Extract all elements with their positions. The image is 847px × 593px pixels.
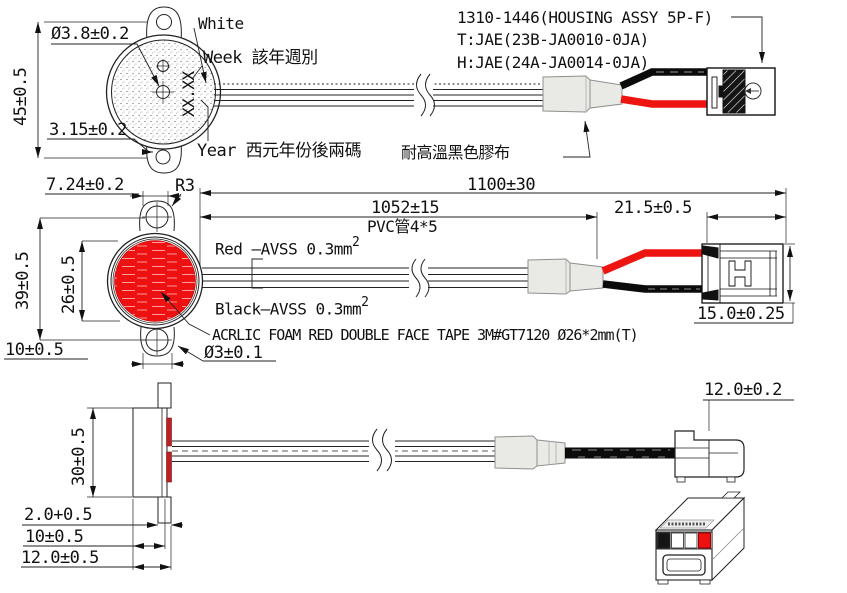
connector-12-label: 12.0±0.2 <box>704 380 782 400</box>
middle-view <box>4 188 795 369</box>
bottom-view-dimensions <box>21 399 794 570</box>
pvc-tube-label: PVC管4*5 <box>367 217 438 236</box>
week-code-label: Week 該年週別 <box>203 48 318 68</box>
top-view <box>35 6 776 174</box>
black-wire-spec-text: Black—AVSS 0.3mm <box>215 299 362 319</box>
tape-sleeve <box>494 435 566 470</box>
dim-10-label: 10±0.5 <box>25 527 84 547</box>
white-wire-label: White <box>198 14 244 33</box>
bottom-ear-hole <box>155 149 171 165</box>
cable-break <box>411 258 421 298</box>
black-wire <box>619 68 707 90</box>
hole-3-label: Ø3±0.1 <box>204 343 263 363</box>
red-wire-spec-text: Red —AVSS 0.3mm <box>215 239 353 259</box>
connector-side-view <box>674 430 745 483</box>
square-exponent: 2 <box>352 235 360 250</box>
bottom-tab <box>157 496 172 524</box>
connector-slot <box>662 554 706 576</box>
hole-offset-label: 3.15±0.2 <box>49 120 127 140</box>
red-wire <box>601 249 703 275</box>
connector-width-label: 15.0±0.25 <box>697 304 785 324</box>
height-39-label: 39±0.5 <box>13 251 33 310</box>
tape-sleeve <box>542 75 623 113</box>
housing-assy-label: 1310-1446(HOUSING ASSY 5P-F) <box>457 8 713 27</box>
foam-tape-label: ACRLIC FOAM RED DOUBLE FACE TAPE 3M#GT71… <box>212 326 639 344</box>
black-wire <box>602 280 703 293</box>
disc-26-label: 26±0.5 <box>59 255 79 314</box>
cable-break <box>416 73 426 117</box>
pin-cell-black <box>657 532 671 549</box>
dim-12-label: 12.0±0.5 <box>21 548 99 568</box>
housing-h-label: H:JAE(24A-JA0014-0JA) <box>457 53 649 72</box>
red-foam-tape-disc <box>114 240 196 322</box>
total-length-label: 1100±30 <box>467 175 536 195</box>
body-side <box>132 407 168 498</box>
top-view-dimensions <box>35 16 765 159</box>
black-wire-spec-label: Black—AVSS 0.3mm2 <box>215 295 369 319</box>
middle-view-dimensions <box>4 188 795 369</box>
top-ear-hole <box>156 14 172 30</box>
cable-top <box>214 83 543 107</box>
tube-length-label: 1052±15 <box>371 198 440 218</box>
connector-offset-label: 21.5±0.5 <box>614 198 692 218</box>
tape-strip <box>166 451 172 483</box>
top-tab <box>157 382 172 409</box>
date-code-text: XX.XX <box>179 71 198 117</box>
ear-bottom-10-label: 10±0.5 <box>5 340 64 360</box>
latch <box>728 260 752 287</box>
red-wire-spec-label: Red —AVSS 0.3mm2 <box>215 235 360 259</box>
height-45-label: 45±0.5 <box>11 67 31 126</box>
connector-isometric-view <box>654 491 746 585</box>
tab-2-label: 2.0+0.5 <box>24 505 93 525</box>
body-30-label: 30±0.5 <box>69 427 89 486</box>
pin-cell-red <box>698 532 711 549</box>
year-code-label: Year 西元年份後兩碼 <box>197 141 362 161</box>
hole-diameter-label: Ø3.8±0.2 <box>51 24 129 44</box>
housing-t-label: T:JAE(23B-JA0010-0JA) <box>457 30 649 49</box>
cable-bottom <box>172 440 495 462</box>
ear-width-label: 7.24±0.2 <box>46 175 124 195</box>
cable-break <box>372 428 382 472</box>
tape-strip <box>166 417 172 447</box>
cable-middle <box>202 267 528 288</box>
housing-connector-plan <box>701 243 784 304</box>
tape-sleeve <box>527 258 604 295</box>
heat-tape-label: 耐高溫黑色膠布 <box>401 143 510 162</box>
red-wire <box>620 95 707 108</box>
fillet-r3-label: R3 <box>175 176 195 196</box>
bottom-view <box>21 382 794 585</box>
housing-connector <box>706 67 776 116</box>
square-exponent: 2 <box>361 295 369 310</box>
